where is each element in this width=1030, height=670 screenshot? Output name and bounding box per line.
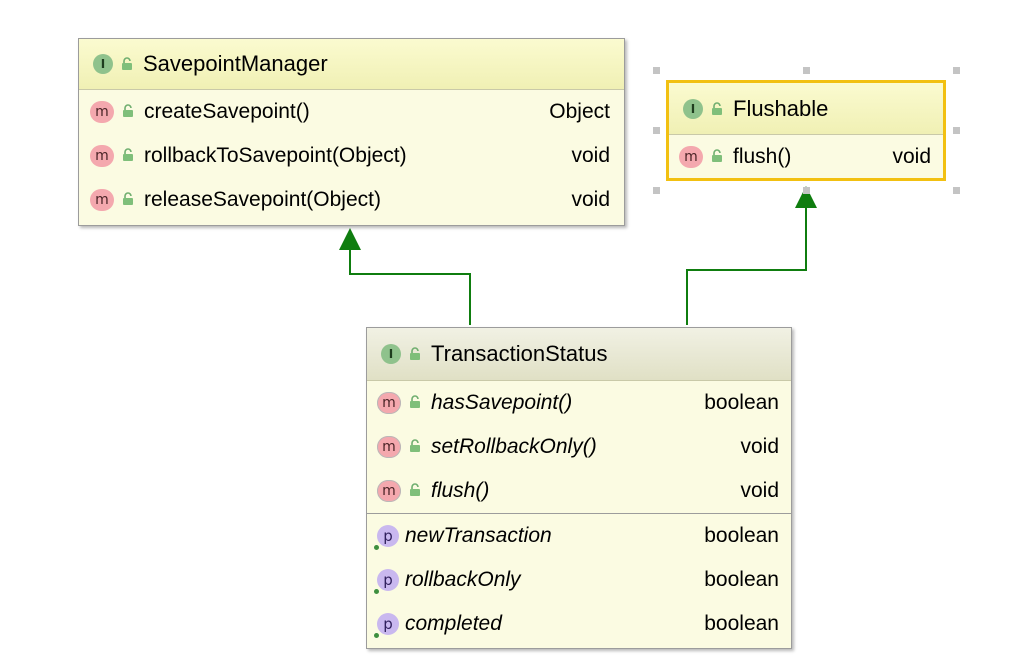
lock-icon (409, 435, 421, 459)
resize-handle-bottom-left[interactable] (653, 187, 660, 194)
resize-handle-bottom-right[interactable] (953, 187, 960, 194)
section-divider (367, 513, 791, 514)
resize-handle-bottom-middle[interactable] (803, 187, 810, 194)
resize-handle-middle-right[interactable] (953, 127, 960, 134)
method-name: flush() (733, 144, 792, 168)
method-row[interactable]: m hasSavepoint() boolean (367, 381, 791, 425)
method-type: void (740, 479, 779, 502)
interface-icon: I (683, 98, 703, 119)
class-header[interactable]: I SavepointManager (79, 39, 624, 90)
extends-savepointmanager-arrowhead (339, 228, 361, 250)
lock-icon (711, 96, 723, 122)
lock-icon (711, 145, 723, 169)
lock-icon (122, 100, 134, 124)
lock-icon (122, 144, 134, 168)
method-row[interactable]: m createSavepoint() Object (79, 90, 624, 134)
property-name: newTransaction (405, 524, 552, 547)
resize-handle-top-left[interactable] (653, 67, 660, 74)
method-name: rollbackToSavepoint(Object) (144, 144, 407, 167)
method-row[interactable]: m releaseSavepoint(Object) void (79, 178, 624, 222)
property-row[interactable]: p newTransaction boolean (367, 514, 791, 558)
class-name: TransactionStatus (431, 341, 608, 366)
class-name: Flushable (733, 95, 829, 121)
class-header[interactable]: I TransactionStatus (367, 328, 791, 381)
extends-flushable-arrowhead (795, 186, 817, 208)
lock-icon (122, 188, 134, 212)
property-icon: p (374, 525, 399, 550)
lock-icon (121, 51, 133, 77)
property-type: boolean (704, 568, 779, 591)
class-header[interactable]: I Flushable (669, 83, 943, 135)
method-type: void (740, 435, 779, 458)
method-icon: m (90, 189, 114, 211)
method-type: Object (549, 100, 610, 123)
method-icon: m (90, 101, 114, 123)
class-savepointmanager[interactable]: I SavepointManager m createSavepoint() O… (78, 38, 625, 226)
method-icon: m (377, 436, 401, 458)
interface-icon: I (93, 54, 113, 74)
method-row[interactable]: m rollbackToSavepoint(Object) void (79, 134, 624, 178)
method-row[interactable]: m setRollbackOnly() void (367, 425, 791, 469)
extends-flushable-line (686, 208, 807, 325)
property-row[interactable]: p rollbackOnly boolean (367, 558, 791, 602)
method-name: releaseSavepoint(Object) (144, 188, 381, 211)
method-name: flush() (431, 479, 490, 502)
lock-icon (409, 341, 421, 367)
method-name: createSavepoint() (144, 100, 310, 123)
property-name: completed (405, 612, 502, 635)
property-type: boolean (704, 612, 779, 635)
method-icon: m (377, 480, 401, 502)
method-type: void (892, 144, 931, 168)
property-name: rollbackOnly (405, 568, 521, 591)
interface-icon: I (381, 344, 401, 364)
property-icon: p (374, 569, 399, 594)
method-row[interactable]: m flush() void (669, 135, 943, 178)
property-icon: p (374, 613, 399, 638)
resize-handle-middle-left[interactable] (653, 127, 660, 134)
lock-icon (409, 479, 421, 503)
resize-handle-top-right[interactable] (953, 67, 960, 74)
method-row[interactable]: m flush() void (367, 469, 791, 513)
class-transactionstatus[interactable]: I TransactionStatus m hasSavepoint() boo… (366, 327, 792, 649)
class-name: SavepointManager (143, 51, 328, 76)
lock-icon (409, 391, 421, 415)
method-icon: m (679, 145, 703, 168)
class-flushable[interactable]: I Flushable m flush() void (666, 80, 946, 181)
property-row[interactable]: p completed boolean (367, 602, 791, 646)
extends-savepointmanager-line (349, 250, 471, 325)
method-name: hasSavepoint() (431, 391, 573, 414)
method-icon: m (377, 392, 401, 414)
method-icon: m (90, 145, 114, 167)
resize-handle-top-middle[interactable] (803, 67, 810, 74)
method-type: void (571, 144, 610, 167)
method-type: boolean (704, 391, 779, 414)
method-name: setRollbackOnly() (431, 435, 597, 458)
property-type: boolean (704, 524, 779, 547)
method-type: void (571, 188, 610, 211)
